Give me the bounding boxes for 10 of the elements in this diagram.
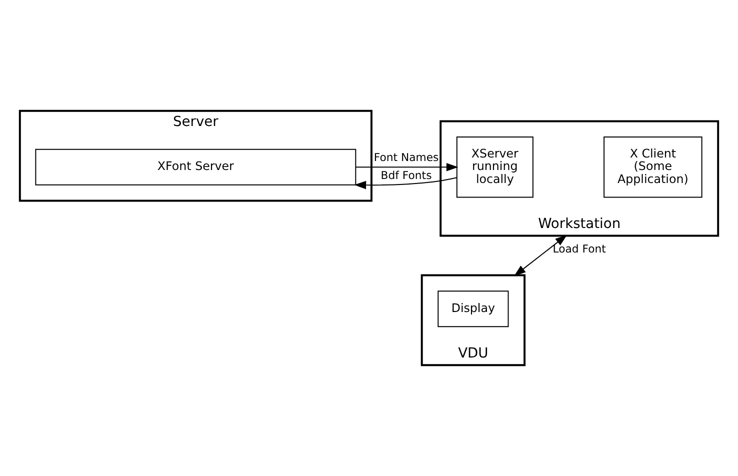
edge-label: Font Names (374, 151, 439, 164)
node-box: X Client (Some Application) (604, 136, 702, 198)
arrow (514, 234, 568, 276)
edge-label: Bdf Fonts (380, 168, 432, 182)
node-box: XFont Server (35, 148, 356, 186)
arrow (355, 162, 458, 172)
node-box: XServer running locally (456, 136, 534, 198)
arrow (354, 177, 458, 190)
edge-label: Load Font (552, 242, 606, 256)
node-box: Display (438, 290, 509, 328)
